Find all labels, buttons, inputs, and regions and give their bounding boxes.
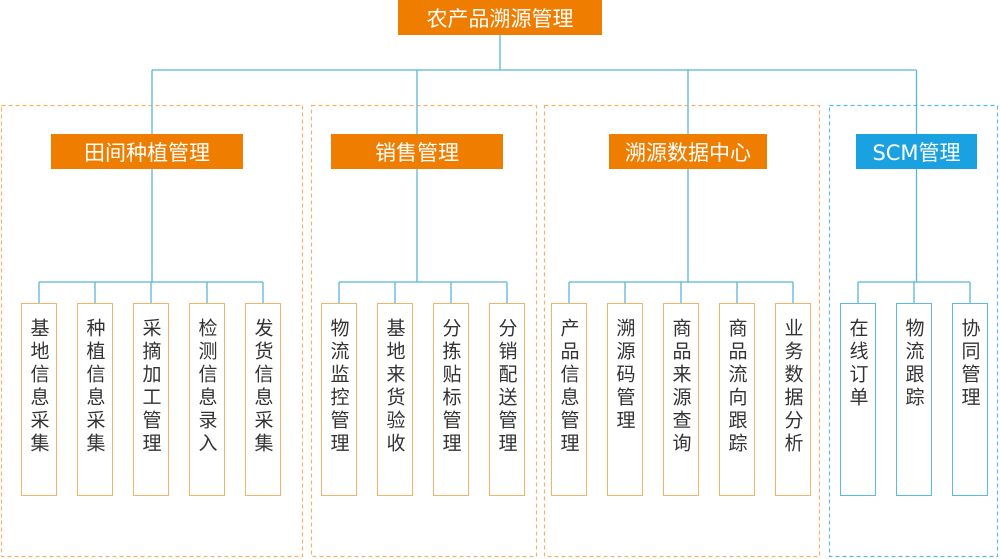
leaf-node: 业务数据分析 [775,303,811,496]
group-header-3: SCM管理 [856,134,977,169]
leaf-label: 商品来源查询 [669,318,692,456]
leaf-node: 基地来货验收 [377,303,413,496]
leaf-node: 物流跟踪 [896,303,932,496]
leaf-label: 在线订单 [846,318,869,410]
leaf-label: 种植信息采集 [83,318,106,456]
leaf-node: 协同管理 [952,303,988,496]
leaf-node: 检测信息录入 [189,303,225,496]
leaf-node: 采摘加工管理 [133,303,169,496]
leaf-label: 物流监控管理 [327,318,350,456]
root-node: 农产品溯源管理 [398,0,602,35]
leaf-label: 溯源码管理 [613,318,636,433]
leaf-label: 分拣贴标管理 [439,318,462,456]
leaf-label: 产品信息管理 [557,318,580,456]
leaf-label: 商品流向跟踪 [725,318,748,456]
leaf-label: 物流跟踪 [902,318,925,410]
leaf-node: 商品流向跟踪 [719,303,755,496]
leaf-node: 发货信息采集 [245,303,281,496]
group-header-1: 销售管理 [331,134,503,169]
leaf-label: 业务数据分析 [781,318,804,456]
leaf-label: 发货信息采集 [251,318,274,456]
leaf-label: 协同管理 [958,318,981,410]
leaf-node: 分销配送管理 [489,303,525,496]
leaf-node: 产品信息管理 [551,303,587,496]
leaf-label: 采摘加工管理 [139,318,162,456]
leaf-node: 分拣贴标管理 [433,303,469,496]
leaf-label: 检测信息录入 [195,318,218,456]
leaf-label: 基地信息采集 [27,318,50,456]
leaf-node: 在线订单 [840,303,876,496]
leaf-label: 基地来货验收 [383,318,406,456]
leaf-node: 溯源码管理 [607,303,643,496]
leaf-node: 种植信息采集 [77,303,113,496]
group-header-0: 田间种植管理 [51,134,243,169]
group-header-2: 溯源数据中心 [609,134,767,169]
leaf-node: 物流监控管理 [321,303,357,496]
group-frame-1 [310,104,538,558]
group-frame-2 [543,104,821,558]
group-frame-3 [828,104,999,558]
leaf-node: 商品来源查询 [663,303,699,496]
leaf-node: 基地信息采集 [21,303,57,496]
leaf-label: 分销配送管理 [495,318,518,456]
